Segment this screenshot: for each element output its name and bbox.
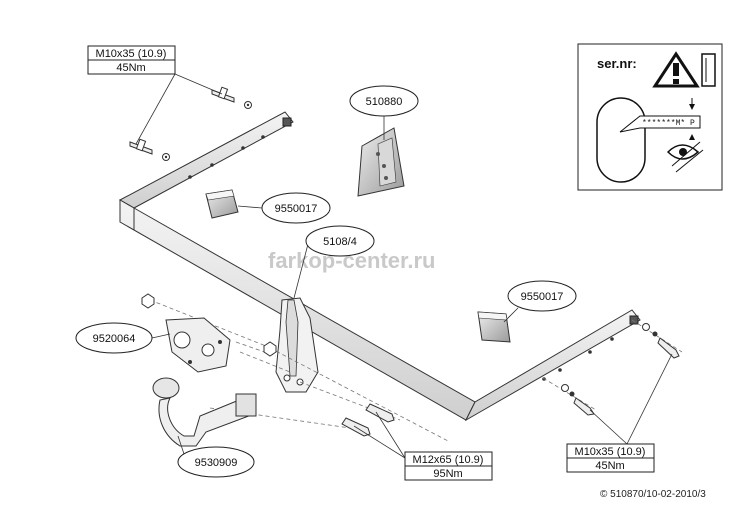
label-spacer-top: 9550017 <box>261 192 331 224</box>
book-icon <box>701 53 716 87</box>
towbar-tag-outline <box>596 97 646 183</box>
bolt-top-torque: 45Nm <box>116 62 145 74</box>
part-number-socket-plate: 9520064 <box>93 333 136 345</box>
bolt-top-upper <box>211 86 252 109</box>
leader-lines <box>135 73 673 461</box>
label-crossbar: 5108/4 <box>305 225 375 257</box>
copyright-footer: © 510870/10-02-2010/3 <box>600 489 706 500</box>
electrical-socket-part <box>357 127 405 197</box>
ball-neck-part <box>152 377 257 447</box>
bolt-right-upper <box>642 323 680 359</box>
part-number-crossbar: 5108/4 <box>323 236 357 248</box>
part-number-spacer-right: 9550017 <box>521 291 564 303</box>
part-number-spacer-top: 9550017 <box>275 203 318 215</box>
bolt-top-lower <box>129 138 170 161</box>
bolt-right-torque: 45Nm <box>595 460 624 472</box>
nut-left <box>141 293 155 309</box>
label-ball-neck: 9530909 <box>177 446 255 478</box>
serial-title: ser.nr: <box>597 56 637 71</box>
label-socket-plate: 9520064 <box>75 322 153 354</box>
callout-bolt-center: M12x65 (10.9) 95Nm <box>404 451 493 481</box>
label-spacer-right: 9550017 <box>507 280 577 312</box>
eye-icon <box>666 141 704 173</box>
spacer-block-right <box>477 311 511 343</box>
crossbar-frame <box>118 111 641 422</box>
spacer-block-top <box>205 189 239 219</box>
bolt-center-torque: 95Nm <box>433 468 462 480</box>
bolt-top-spec: M10x35 (10.9) <box>96 48 167 60</box>
bolt-center-upper <box>365 403 395 423</box>
bolt-right-spec: M10x35 (10.9) <box>575 446 646 458</box>
callout-bolt-top: M10x35 (10.9) 45Nm <box>87 45 176 75</box>
label-electrical-socket: 510880 <box>349 85 419 117</box>
socket-plate-part <box>165 317 231 373</box>
callout-bolt-right: M10x35 (10.9) 45Nm <box>566 443 655 473</box>
serial-plate-text: *******M* P <box>642 119 695 128</box>
part-number-socket: 510880 <box>366 96 403 108</box>
part-number-ball-neck: 9530909 <box>195 457 238 469</box>
bolt-right-lower <box>561 384 595 416</box>
bolt-center-spec: M12x65 (10.9) <box>413 454 484 466</box>
nut-center <box>263 341 277 357</box>
serial-number-panel: ser.nr: *******M* P <box>577 43 723 191</box>
warning-icon <box>652 51 700 88</box>
